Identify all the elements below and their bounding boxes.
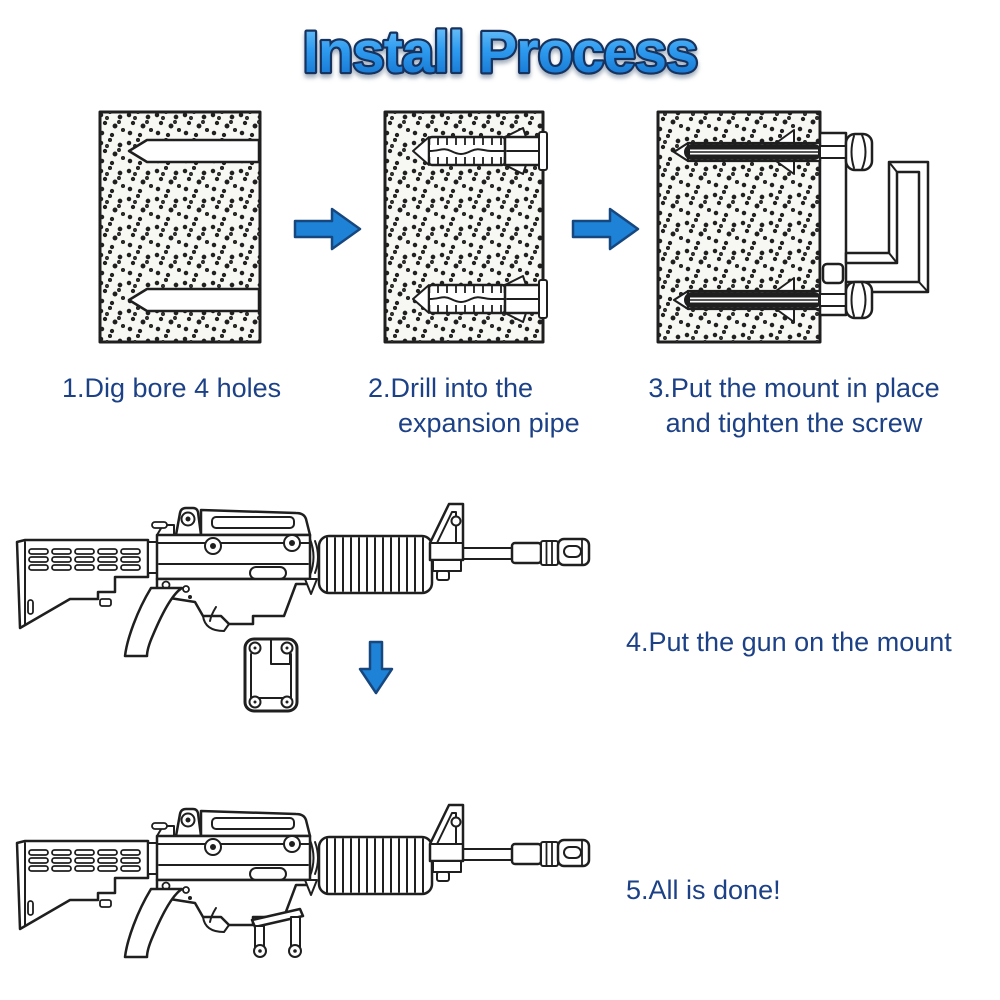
rifle-illustration bbox=[15, 502, 591, 658]
step-caption-3: 3.Put the mount in place and tighten the… bbox=[628, 371, 960, 441]
title-banner: Install Process bbox=[301, 18, 701, 88]
wall-mount-bracket bbox=[818, 131, 930, 317]
step-caption-5: 5.All is done! bbox=[626, 873, 781, 908]
caption-line: 5.All is done! bbox=[626, 875, 781, 905]
step-caption-4: 4.Put the gun on the mount bbox=[626, 625, 952, 660]
caption-line: expansion pipe bbox=[398, 408, 580, 438]
page-title: Install Process bbox=[303, 20, 697, 85]
caption-line: 3.Put the mount in place bbox=[648, 373, 940, 403]
mount-under-rifle bbox=[250, 907, 305, 958]
step-caption-1: 1.Dig bore 4 holes bbox=[62, 371, 281, 406]
install-step-panel-3 bbox=[656, 110, 930, 344]
rifle-on-mount-illustration bbox=[15, 803, 591, 959]
caption-line: 1.Dig bore 4 holes bbox=[62, 373, 282, 403]
drill-hole bbox=[127, 138, 261, 164]
caption-line: 2.Drill into the bbox=[368, 373, 534, 403]
step-caption-2: 2.Drill into the expansion pipe bbox=[368, 371, 580, 441]
drill-hole bbox=[127, 287, 261, 313]
arrow-right-icon bbox=[571, 207, 640, 251]
install-step-panel-1 bbox=[98, 110, 262, 344]
wall-mount-front-view bbox=[243, 637, 299, 713]
install-step-panel-2 bbox=[383, 110, 549, 344]
caption-line: and tighten the screw bbox=[665, 408, 923, 438]
arrow-right-icon bbox=[293, 207, 362, 251]
arrow-down-icon bbox=[358, 640, 394, 695]
caption-line: 4.Put the gun on the mount bbox=[626, 627, 952, 657]
